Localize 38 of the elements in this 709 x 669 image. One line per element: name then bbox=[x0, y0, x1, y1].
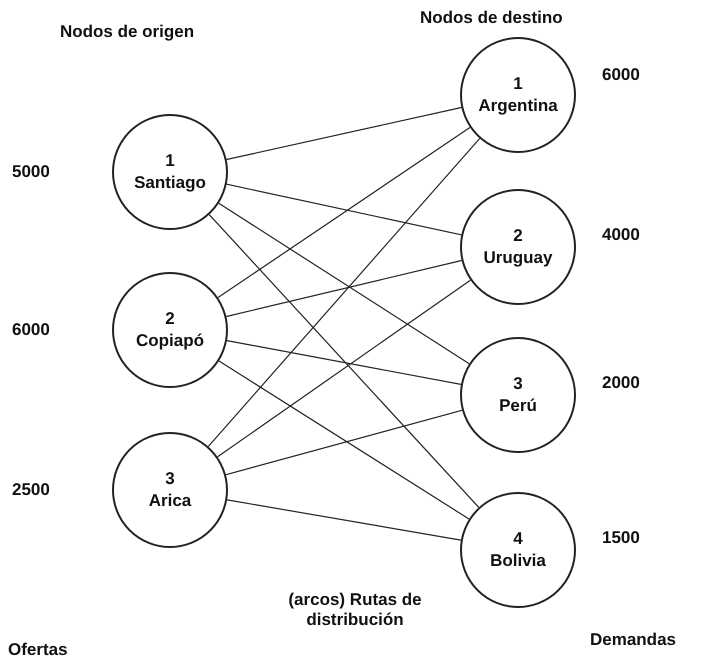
node-name: Santiago bbox=[134, 172, 206, 194]
quantity-label: 6000 bbox=[602, 65, 640, 85]
quantity-label: 6000 bbox=[12, 320, 50, 340]
node-number: 3 bbox=[513, 373, 523, 395]
connector-line bbox=[226, 340, 462, 385]
node-name: Bolivia bbox=[490, 550, 546, 572]
connector-line bbox=[218, 360, 470, 520]
node-number: 2 bbox=[165, 308, 175, 330]
node-name: Copiapó bbox=[136, 330, 204, 352]
quantity-label: 4000 bbox=[602, 225, 640, 245]
node-name: Uruguay bbox=[484, 247, 552, 269]
node-number: 4 bbox=[513, 528, 523, 550]
node-name: Argentina bbox=[478, 95, 558, 117]
connector-line bbox=[208, 214, 480, 508]
quantity-label: 5000 bbox=[12, 162, 50, 182]
node-number: 1 bbox=[165, 150, 175, 172]
caption-text: Nodos de origen bbox=[60, 22, 194, 42]
caption-text: (arcos) Rutas de distribución bbox=[287, 590, 423, 630]
caption-text: Demandas bbox=[590, 630, 676, 650]
connector-line bbox=[217, 280, 471, 458]
caption-text: Ofertas bbox=[8, 640, 68, 660]
node-number: 2 bbox=[513, 225, 523, 247]
node-number: 1 bbox=[513, 73, 523, 95]
connector-line bbox=[226, 410, 462, 476]
connector-line bbox=[226, 106, 462, 160]
connector-line bbox=[226, 184, 462, 236]
node-number: 3 bbox=[165, 468, 175, 490]
connector-line bbox=[218, 202, 470, 364]
caption-text: Nodos de destino bbox=[420, 8, 563, 28]
node-name: Perú bbox=[499, 395, 537, 417]
quantity-label: 2500 bbox=[12, 480, 50, 500]
connector-line bbox=[208, 138, 480, 447]
quantity-label: 2000 bbox=[602, 373, 640, 393]
quantity-label: 1500 bbox=[602, 528, 640, 548]
connector-line bbox=[218, 127, 470, 298]
connector-line bbox=[227, 499, 461, 541]
node-name: Arica bbox=[148, 490, 192, 512]
connector-line bbox=[226, 260, 462, 318]
